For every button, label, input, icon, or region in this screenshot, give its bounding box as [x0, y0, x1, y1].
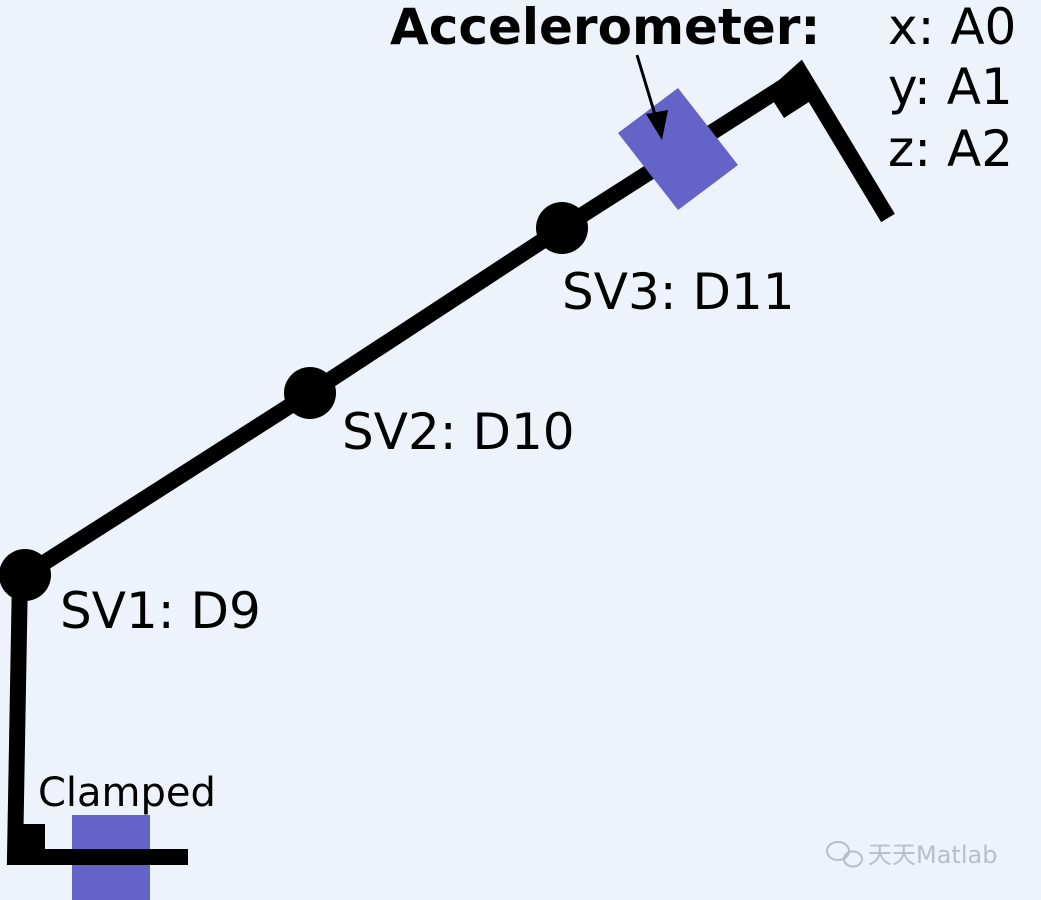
accelerometer-arrow [635, 54, 658, 119]
sv3-label: SV3: D11 [562, 263, 795, 321]
watermark: 天天Matlab [826, 841, 997, 869]
axis-x-label: x: A0 [888, 0, 1016, 56]
axis-y-label: y: A1 [888, 58, 1013, 116]
base-corner-marker [15, 824, 45, 854]
sv1-label: SV1: D9 [60, 582, 261, 640]
wechat-icon [826, 841, 863, 868]
watermark-text: 天天Matlab [868, 841, 997, 869]
joint-sv3-dot [536, 202, 588, 254]
arm-base-segment [6, 574, 188, 865]
axis-z-label: z: A2 [888, 120, 1013, 178]
arm-link-1 [20, 386, 315, 582]
clamped-label: Clamped [38, 770, 216, 816]
joint-sv1-dot [0, 549, 51, 601]
arm-link-2 [305, 221, 567, 400]
accelerometer-title: Accelerometer: [390, 0, 820, 56]
joint-sv2-dot [284, 367, 336, 419]
arrowhead-icon [646, 110, 668, 140]
sv2-label: SV2: D10 [342, 403, 575, 461]
end-corner-marker [770, 74, 812, 118]
accelerometer-block [618, 88, 738, 210]
